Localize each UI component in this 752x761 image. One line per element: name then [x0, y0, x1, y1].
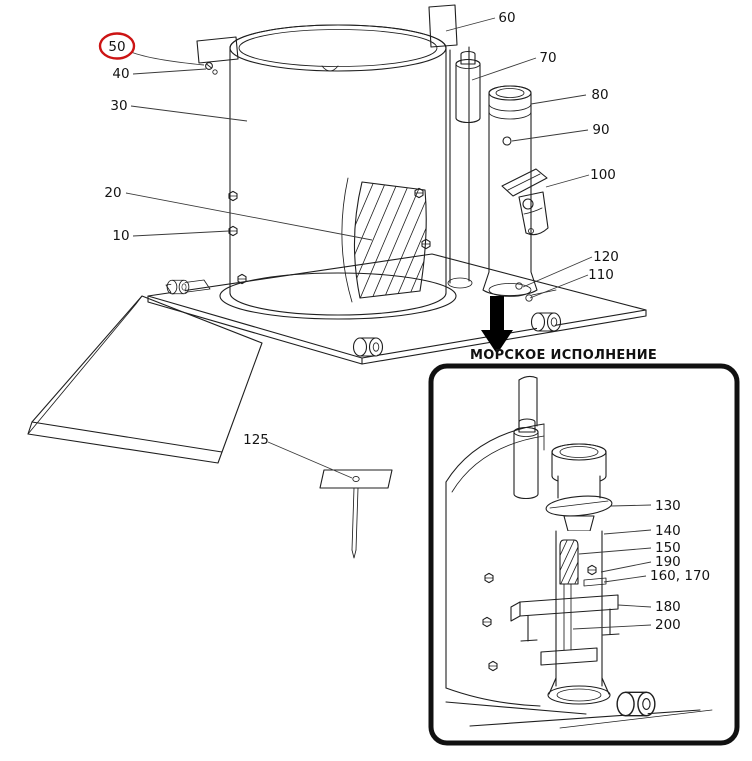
callout-10-label: 10 [112, 228, 129, 244]
clamp-lever-100 [501, 168, 549, 236]
inset-callout-140: 140 [603, 523, 681, 539]
callout-60: 60 [445, 10, 516, 32]
bracket-screws [205, 62, 218, 75]
inset-washers [583, 564, 607, 587]
inset-tube-base [547, 677, 611, 705]
inset-cylinder [445, 423, 545, 707]
support-column [428, 4, 473, 289]
callout-100-label: 100 [590, 167, 616, 183]
callout-50-label: 50 [108, 39, 125, 55]
callout-30: 30 [110, 98, 248, 122]
base-roller-front [352, 337, 384, 357]
inset-roller [616, 691, 656, 717]
callout-80: 80 [530, 87, 609, 105]
inset-drawing [445, 375, 713, 729]
inset-column [513, 375, 539, 500]
callout-110-label: 110 [588, 267, 614, 283]
inset-border [428, 363, 740, 746]
callout-90-label: 90 [592, 122, 609, 138]
callout-120: 120 [522, 249, 619, 288]
callout-125: 125 [243, 432, 353, 479]
callout-90: 90 [511, 122, 610, 142]
small-cylinder-70 [455, 50, 481, 124]
inset-callout-180: 180 [617, 599, 681, 615]
inset-base-plate [445, 701, 713, 729]
callout-40: 40 [112, 66, 207, 82]
callout-80-label: 80 [591, 87, 608, 103]
callout-30-label: 30 [110, 98, 127, 114]
callout-70-label: 70 [539, 50, 556, 66]
inset-callout-160-170: 160, 170 [603, 568, 710, 584]
cylinder-flange [219, 272, 457, 320]
inset-bracket-180 [510, 594, 620, 642]
inset-callout-160-170-label: 160, 170 [650, 568, 710, 584]
inset-handle-130 [545, 495, 613, 532]
callout-110: 110 [529, 267, 614, 299]
tube-hole-90 [502, 136, 512, 146]
callout-120-label: 120 [593, 249, 619, 265]
down-arrow [481, 296, 513, 354]
cylinder-body [229, 24, 447, 316]
callout-70: 70 [471, 50, 557, 81]
inset-callout-150-label: 150 [655, 540, 681, 556]
probe-assembly-125 [319, 469, 393, 559]
inset-title: МОРСКОЕ ИСПОЛНЕНИЕ [470, 348, 657, 363]
callout-100: 100 [545, 167, 616, 188]
inset-callout-130: 130 [610, 498, 681, 514]
discharge-chute [27, 295, 263, 464]
inset-callout-200: 200 [572, 617, 681, 633]
inset-rod-200 [540, 583, 598, 666]
valve-tube-80 [482, 85, 538, 297]
mounting-bracket [196, 36, 239, 64]
callout-10: 10 [112, 228, 230, 244]
inset-callout-140-label: 140 [655, 523, 681, 539]
callout-40-label: 40 [112, 66, 129, 82]
inset-callout-180-label: 180 [655, 599, 681, 615]
highlight-circle [98, 32, 136, 60]
callout-50: 50 [98, 32, 205, 66]
inset-callout-200-label: 200 [655, 617, 681, 633]
inset-callout-130-label: 130 [655, 498, 681, 514]
callout-20-label: 20 [104, 185, 121, 201]
callout-125-label: 125 [243, 432, 269, 448]
inset-callout-190-label: 190 [655, 554, 681, 570]
inset-pin-150 [559, 539, 579, 585]
inset-tube [551, 443, 607, 499]
inset-callout-150: 150 [578, 540, 681, 556]
callout-20: 20 [104, 185, 373, 241]
callout-60-label: 60 [498, 10, 515, 26]
inset-callout-190: 190 [600, 554, 681, 573]
